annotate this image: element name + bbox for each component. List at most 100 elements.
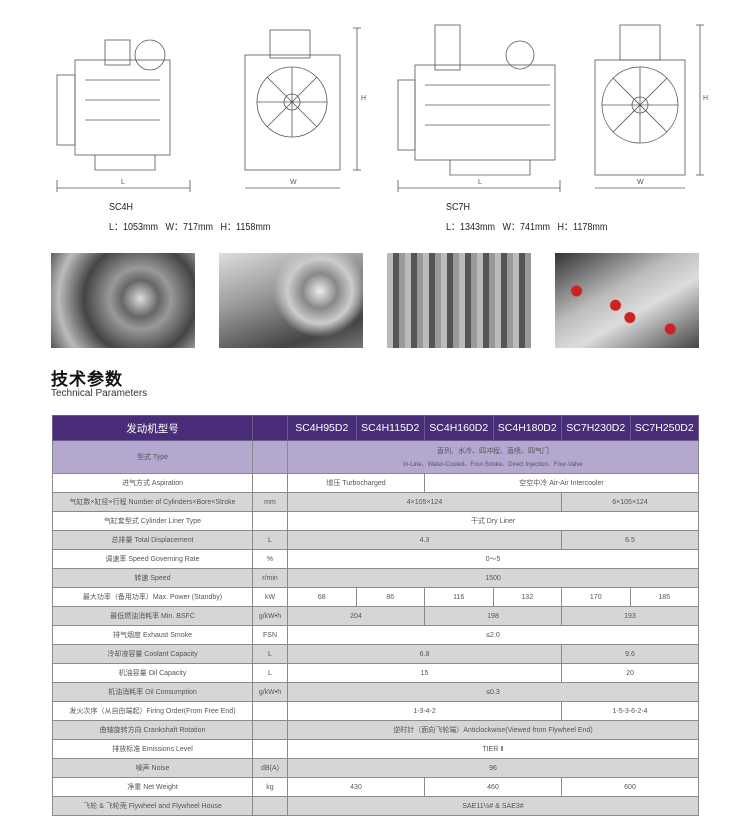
row-value: 增压 Turbocharged <box>287 473 425 493</box>
row-unit: FSN <box>252 625 288 645</box>
row-value: 193 <box>561 606 699 626</box>
svg-text:W: W <box>637 179 644 186</box>
row-label: 进气方式 Aspiration <box>52 473 253 493</box>
sc4h-side-drawing: L <box>45 20 205 195</box>
model-header: SC4H115D2 <box>355 415 425 441</box>
row-value: TIER Ⅱ <box>287 739 699 759</box>
table-row: 发火次序（从自由端起）Firing Order(From Free End)1-… <box>52 701 699 721</box>
section-title-en: Technical Parameters <box>51 388 148 399</box>
type-value: 直列、水冷、四冲程、直喷、四气门 In-Line、Water-Cooled、Fou… <box>287 440 699 474</box>
row-unit: g/kW•h <box>252 682 288 702</box>
row-value: 198 <box>424 606 562 626</box>
row-unit: r/min <box>252 568 288 588</box>
row-label: 噪声 Noise <box>52 758 253 778</box>
model-header: SC4H95D2 <box>287 415 357 441</box>
row-label: 曲轴旋转方向 Crankshaft Rotation <box>52 720 253 740</box>
type-value-en: In-Line、Water-Cooled、Four-Stroke、Direct … <box>403 462 583 468</box>
table-row-type: 型式 Type 直列、水冷、四冲程、直喷、四气门 In-Line、Water-Co… <box>52 440 699 474</box>
engine-photo-injectors <box>387 253 531 348</box>
row-label: 最大功率（备用功率）Max. Power (Standby) <box>52 587 253 607</box>
row-unit: % <box>252 549 288 569</box>
header-label: 发动机型号 <box>52 415 253 441</box>
row-value: 116 <box>424 587 494 607</box>
row-value: 4.3 <box>287 530 562 550</box>
row-unit: L <box>252 530 288 550</box>
row-unit: L <box>252 644 288 664</box>
svg-text:H: H <box>703 95 708 102</box>
row-value: 600 <box>561 777 699 797</box>
row-value: 132 <box>492 587 562 607</box>
row-unit: L <box>252 663 288 683</box>
row-label: 气缸套型式 Cylinder Liner Type <box>52 511 253 531</box>
row-unit <box>252 511 288 531</box>
row-value: 4×105×124 <box>287 492 562 512</box>
svg-text:H: H <box>361 95 366 102</box>
row-value: ≤0.3 <box>287 682 699 702</box>
row-value: 9.6 <box>561 644 699 664</box>
row-label: 最低燃油消耗率 Min. BSFC <box>52 606 253 626</box>
model-header: SC7H230D2 <box>561 415 631 441</box>
table-row: 曲轴旋转方向 Crankshaft Rotation 逆时针（面向飞轮端）Anti… <box>52 720 699 740</box>
svg-text:W: W <box>290 179 297 186</box>
model-header: SC4H160D2 <box>424 415 494 441</box>
row-label: 飞轮 & 飞轮壳 Flywheel and Flywheel House <box>52 796 253 816</box>
table-header-row: 发动机型号 SC4H95D2 SC4H115D2 SC4H160D2 SC4H1… <box>52 415 699 441</box>
row-unit <box>252 720 288 740</box>
row-unit: g/kW•h <box>252 606 288 626</box>
header-unit <box>252 415 288 441</box>
row-unit: kW <box>252 587 288 607</box>
table-row: 调速率 Speed Governing Rate%0～5 <box>52 549 699 569</box>
row-value: 逆时针（面向飞轮端）Anticlockwise(Viewed from Flyw… <box>287 720 699 740</box>
engine-photo-valve-cover <box>555 253 699 348</box>
row-value: 96 <box>287 758 699 778</box>
row-value: ≤2.0 <box>287 625 699 645</box>
row-value: 6.5 <box>561 530 699 550</box>
row-label: 排放标准 Emissions Level <box>52 739 253 759</box>
row-label: 型式 Type <box>52 440 253 474</box>
row-label: 排气烟度 Exhaust Smoke <box>52 625 253 645</box>
row-value: 干式 Dry Liner <box>287 511 699 531</box>
section-title-cn: 技术参数 <box>51 370 123 389</box>
sc7h-model-label: SC7H <box>446 202 471 213</box>
row-value: 15 <box>287 663 562 683</box>
sc4h-dimensions: L：1053mm W：717mm H：1158mm <box>109 222 271 233</box>
svg-text:L: L <box>478 179 482 186</box>
type-value-cn: 直列、水冷、四冲程、直喷、四气门 <box>437 448 549 455</box>
row-unit <box>252 473 288 493</box>
engine-photo-turbo <box>219 253 363 348</box>
svg-text:L: L <box>121 179 125 186</box>
technical-parameters-table: 发动机型号 SC4H95D2 SC4H115D2 SC4H160D2 SC4H1… <box>52 415 699 816</box>
table-row: 气缸数×缸径×行程 Number of Cylinders×Bore×Strok… <box>52 492 699 512</box>
row-value: 1-3-4-2 <box>287 701 562 721</box>
row-unit <box>252 796 288 816</box>
model-header: SC4H180D2 <box>492 415 562 441</box>
engine-photo-pulley <box>51 253 195 348</box>
row-unit: mm <box>252 492 288 512</box>
row-label: 净重 Net Weight <box>52 777 253 797</box>
row-unit <box>252 739 288 759</box>
row-value: 170 <box>561 587 631 607</box>
row-value: 185 <box>629 587 699 607</box>
row-value: 0～5 <box>287 549 699 569</box>
row-unit: kg <box>252 777 288 797</box>
row-value: 68 <box>287 587 357 607</box>
row-value: 430 <box>287 777 425 797</box>
row-label: 转速 Speed <box>52 568 253 588</box>
sc7h-side-drawing: L <box>390 20 575 195</box>
row-value: 204 <box>287 606 425 626</box>
row-label: 机油容量 Oil Capacity <box>52 663 253 683</box>
row-value: 1-5-3-6-2-4 <box>561 701 699 721</box>
row-value: 1500 <box>287 568 699 588</box>
